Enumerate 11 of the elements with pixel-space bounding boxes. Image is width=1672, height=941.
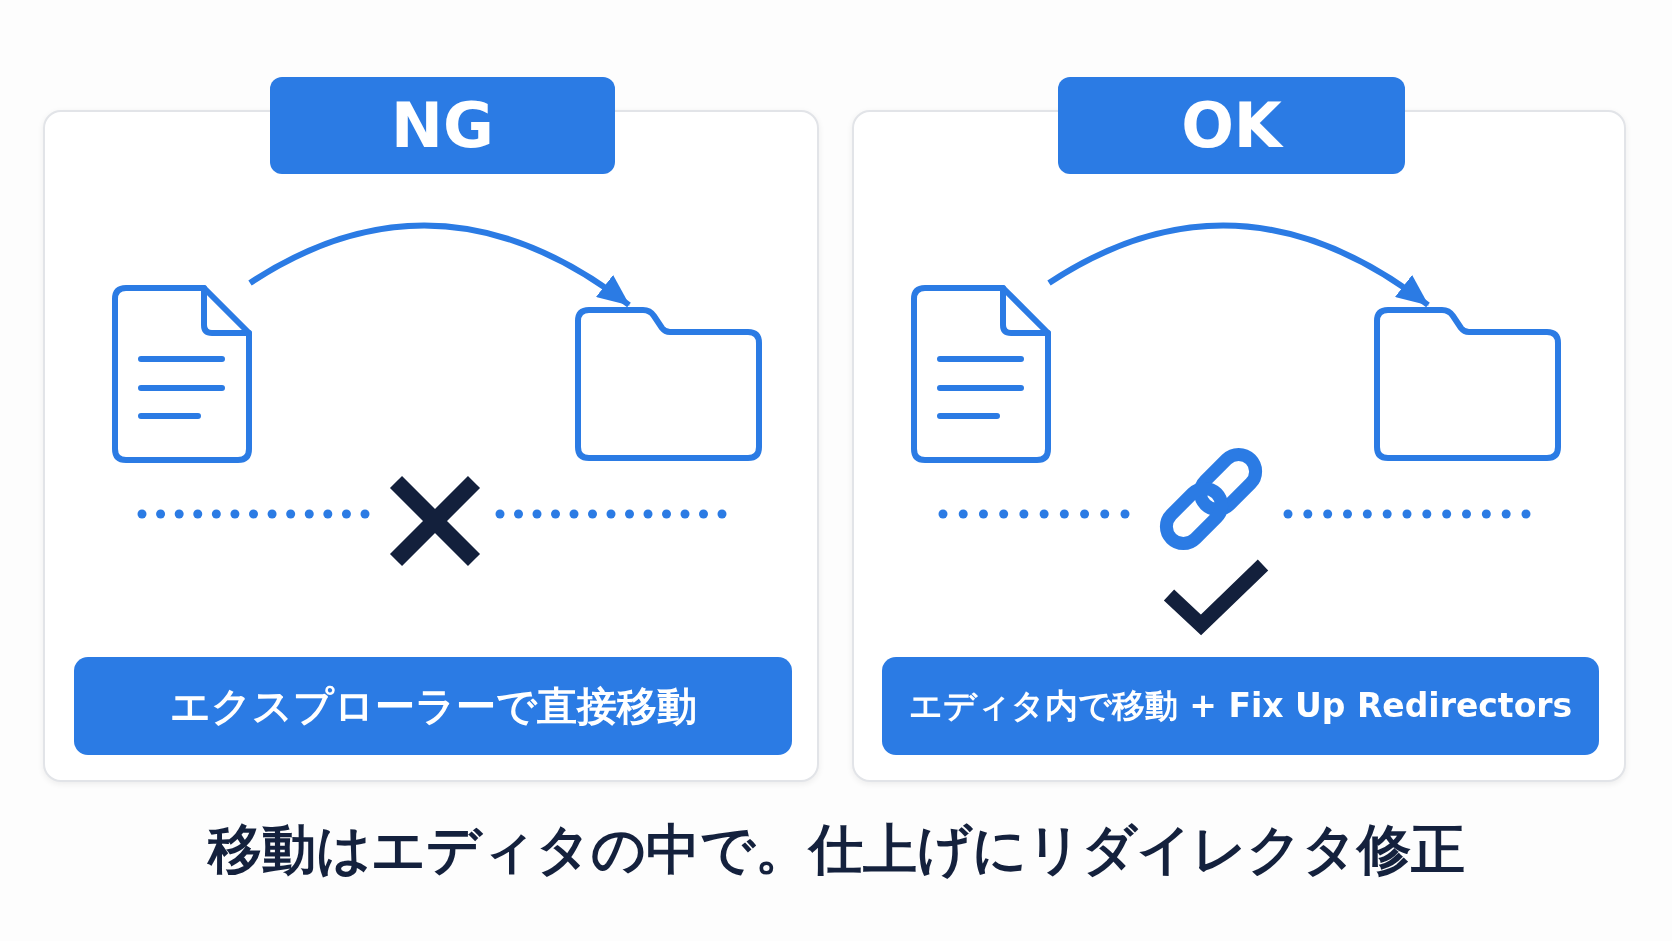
folder-icon — [575, 307, 762, 461]
document-icon — [112, 285, 252, 463]
arrow — [1047, 223, 1430, 308]
caption: 移動はエディタの中で。仕上げにリダイレクタ修正 — [207, 818, 1465, 883]
folder-icon — [1374, 307, 1561, 461]
label-banner: エディタ内で移動 + Fix Up Redirectors — [882, 657, 1599, 755]
document-icon — [911, 285, 1051, 463]
label-banner: エクスプローラーで直接移動 — [74, 657, 792, 755]
heading-tab: OK — [1058, 77, 1405, 174]
heading-tab: NG — [270, 77, 615, 174]
arrow — [248, 223, 631, 308]
